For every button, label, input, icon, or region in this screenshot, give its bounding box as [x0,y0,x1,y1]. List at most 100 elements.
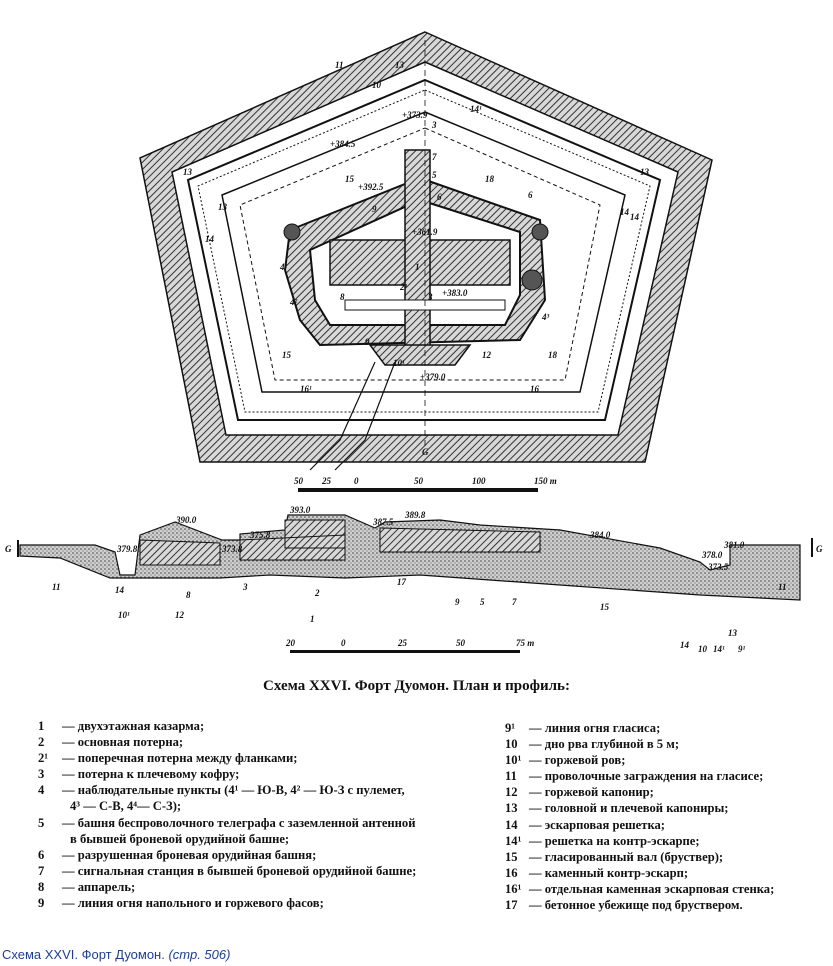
plan-label: +361.9 [412,227,438,237]
legend-number: 11 [505,769,517,784]
profile-elevation: 375.8 [249,530,271,540]
scale-tick-label: 0 [341,638,346,648]
scale-tick-label: 50 [414,476,424,486]
legend-item: 2— основная потерна; [38,734,416,750]
profile-label: 15 [600,602,610,612]
caption-text: Схема XXVI. Форт Дуомон. [2,947,165,962]
plan-label: 18 [548,350,558,360]
main-postern [404,149,431,351]
legend-number: 9¹ [505,721,516,735]
plan-label: 13 [218,202,228,212]
inner-rampart [221,111,626,393]
profile-elevation: 384.0 [589,530,611,540]
profile-elevation: 373.5 [707,562,729,572]
legend-text: — каменный контр-эскарп; [529,865,689,880]
turret [531,223,549,241]
legend-item: 11— проволочные заграждения на гласисе; [505,768,774,784]
legend-item: 12— горжевой капонир; [505,784,774,800]
legend-text: — горжевой ров; [529,753,626,768]
legend-item: 2¹— поперечная потерна между фланками; [38,750,416,766]
plan-label: 3 [431,120,437,130]
plan-label: +384.5 [330,139,356,149]
legend-item: 4— наблюдательные пункты (4¹ — Ю-В, 4² —… [38,782,416,798]
legend-text: — башня беспроволочного телеграфа с зазе… [62,815,416,830]
legend-item: 10— дно рва глубиной в 5 м; [505,736,774,752]
legend-item: 14¹— решетка на контр-эскарпе; [505,833,774,849]
profile-label: 14¹ [713,644,725,654]
scale-tick-label: 75 m [516,638,534,648]
legend-right: 9¹— линия огня гласиса;10— дно рва глуби… [505,720,774,913]
plan-label: 2¹ [399,282,408,292]
access-road [309,361,396,471]
profile-label: 14 [115,585,125,595]
legend-number: 8 [38,879,45,894]
plan-label: 18 [485,174,495,184]
profile-label: G [816,544,823,554]
ground-mass [19,514,801,601]
profile-label: 14 [680,640,690,650]
plan-label: 4² [289,297,298,307]
legend-text: — двухэтажная казарма; [62,719,205,733]
outer-glacis-band [139,31,713,463]
profile-label: 7 [512,597,517,607]
scale-tick-label: 150 m [534,476,557,486]
legend-text: — горжевой капонир; [529,785,654,800]
plan-label: 6 [528,190,533,200]
plan-label: +392.5 [358,182,384,192]
plan-label: +379.0 [420,372,446,382]
legend-text: — основная потерна; [62,735,184,750]
legend-item: 13— головной и плечевой капониры; [505,800,774,816]
scale-tick-label: 100 [472,476,486,486]
plan-label: 5 [432,170,437,180]
legend-text-continued: 4³ — С-В, 4⁴— С-З); [70,799,182,814]
legend-text: — линия огня напольного и горжевого фасо… [62,896,324,911]
plan-label: 14 [205,234,215,244]
plan-label: 7 [432,152,437,162]
profile-label: 11 [52,582,61,592]
plan-label: 9 [365,337,370,347]
legend-number: 3 [38,767,45,782]
legend-item: 15— гласированный вал (бруствер); [505,849,774,865]
plan-label: 14¹ [470,104,482,114]
scale-tick-label: 50 [456,638,466,648]
turret [283,223,301,241]
legend-text: — головной и плечевой капониры; [529,801,729,816]
plan-label: 8 [340,292,345,302]
legend-number: 16¹ [505,881,522,896]
profile-label: 8 [186,590,191,600]
plan-label: 3 [427,292,433,302]
profile-elevation: 387.5 [372,517,394,527]
plan-label: 1 [415,262,420,272]
legend-item: 9¹— линия огня гласиса; [505,720,774,736]
plan-label: 4³ [541,312,550,322]
plan-label: +373.9 [402,110,428,120]
plan-label: 4¹ [279,262,288,272]
plan-label: 10 [372,80,382,90]
legend-number: 5 [38,815,45,830]
scale-tick-label: 20 [285,638,296,648]
profile-elevation: 378.0 [701,550,723,560]
profile-elevation: 393.0 [289,505,311,515]
legend-number: 9 [38,896,45,911]
profile-label: 10 [698,644,708,654]
legend-text: — потерна к плечевому кофру; [62,767,240,782]
plan-label: 14 [620,207,630,217]
legend-number: 14 [505,817,518,832]
legend-left: 1— двухэтажная казарма;2— основная потер… [38,718,416,911]
profile-label: 12 [175,610,185,620]
legend-number: 7 [38,863,45,878]
profile-label: 5 [480,597,485,607]
legend-item: 17— бетонное убежище под бруствером. [505,897,774,913]
plan-label: +383.0 [442,288,468,298]
turret [521,269,543,291]
legend-item: 16— каменный контр-эскарп; [505,865,774,881]
plan-label: 15 [345,174,355,184]
caption: Схема XXVI. Форт Дуомон. (стр. 506) [2,947,230,962]
scale-tick-label: 50 [294,476,304,486]
scale-tick-label: 25 [321,476,332,486]
plan-label: 6 [437,192,442,202]
legend-item: 6— разрушенная броневая орудийная башня; [38,847,416,863]
